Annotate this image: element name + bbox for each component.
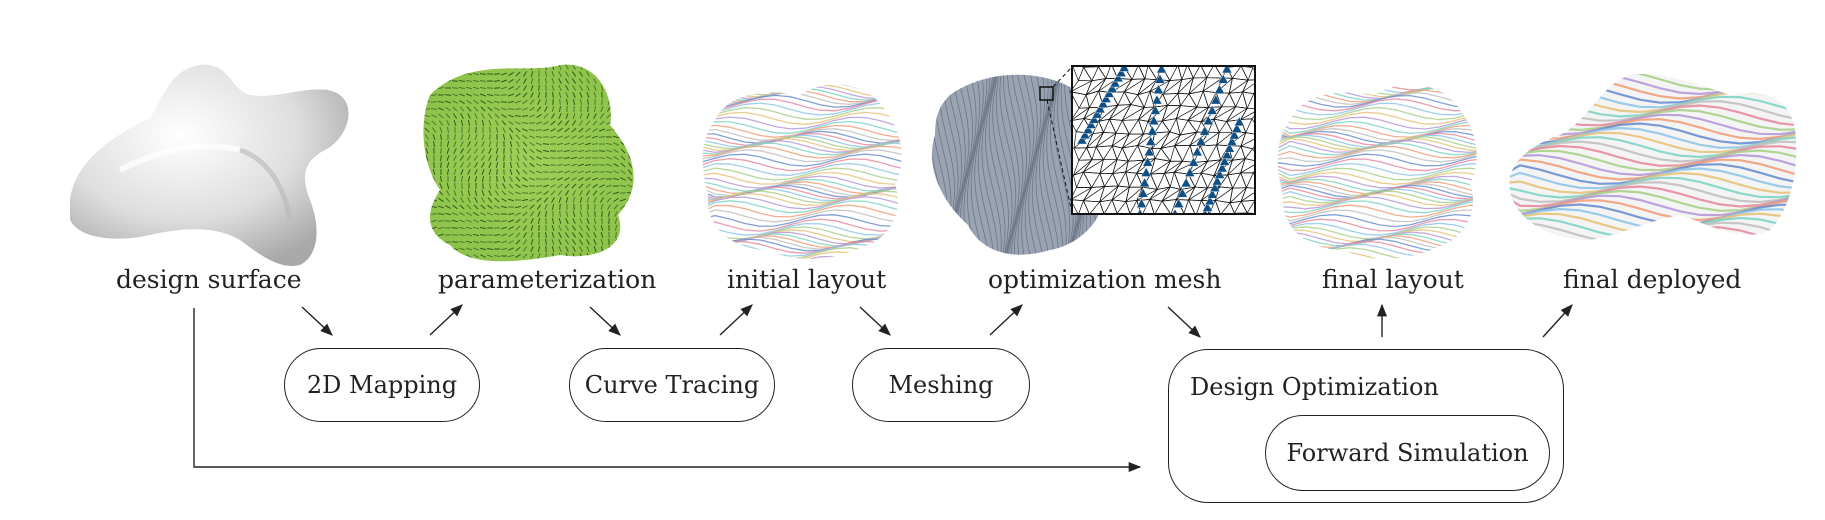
arrow-meshing-to-mesh bbox=[989, 304, 1023, 336]
label-final-deployed: final deployed bbox=[1563, 265, 1742, 294]
process-forward-simulation-label: Forward Simulation bbox=[1286, 439, 1529, 467]
process-design-optimization-label: Design Optimization bbox=[1190, 373, 1439, 401]
optimization-mesh-figure bbox=[931, 65, 1256, 255]
process-curve-tracing-label: Curve Tracing bbox=[584, 371, 760, 399]
final-deployed-figure bbox=[1509, 74, 1797, 240]
process-meshing-label: Meshing bbox=[888, 371, 994, 399]
flow-arrows bbox=[193, 303, 1573, 473]
design-surface-figure bbox=[70, 64, 349, 266]
final-layout-figure bbox=[1277, 84, 1477, 259]
process-2d-mapping-label: 2D Mapping bbox=[306, 371, 458, 399]
arrow-mesh-to-optimization bbox=[1167, 306, 1201, 338]
process-forward-simulation: Forward Simulation bbox=[1265, 415, 1550, 491]
arrow-optimization-to-deployed bbox=[1542, 304, 1573, 338]
process-2d-mapping: 2D Mapping bbox=[284, 348, 480, 422]
label-initial-layout: initial layout bbox=[727, 265, 887, 294]
process-curve-tracing: Curve Tracing bbox=[569, 348, 775, 422]
arrow-mapping-to-param bbox=[429, 304, 463, 336]
arrow-tracing-to-initial bbox=[719, 304, 753, 336]
label-parameterization: parameterization bbox=[438, 265, 657, 294]
initial-layout-figure bbox=[702, 84, 902, 259]
arrow-param-to-tracing bbox=[589, 306, 621, 336]
label-final-layout: final layout bbox=[1322, 265, 1464, 294]
zoom-inset-frame bbox=[1071, 65, 1256, 215]
zoom-source-box bbox=[1039, 86, 1054, 101]
label-optimization-mesh: optimization mesh bbox=[988, 265, 1222, 294]
parameterization-figure bbox=[423, 64, 634, 262]
process-meshing: Meshing bbox=[852, 348, 1030, 422]
label-design-surface: design surface bbox=[116, 265, 302, 294]
arrow-surface-to-mapping bbox=[301, 306, 333, 336]
arrow-initial-to-meshing bbox=[859, 306, 891, 336]
arrow-surface-to-optimization bbox=[193, 308, 1142, 473]
process-design-optimization bbox=[1168, 349, 1564, 503]
